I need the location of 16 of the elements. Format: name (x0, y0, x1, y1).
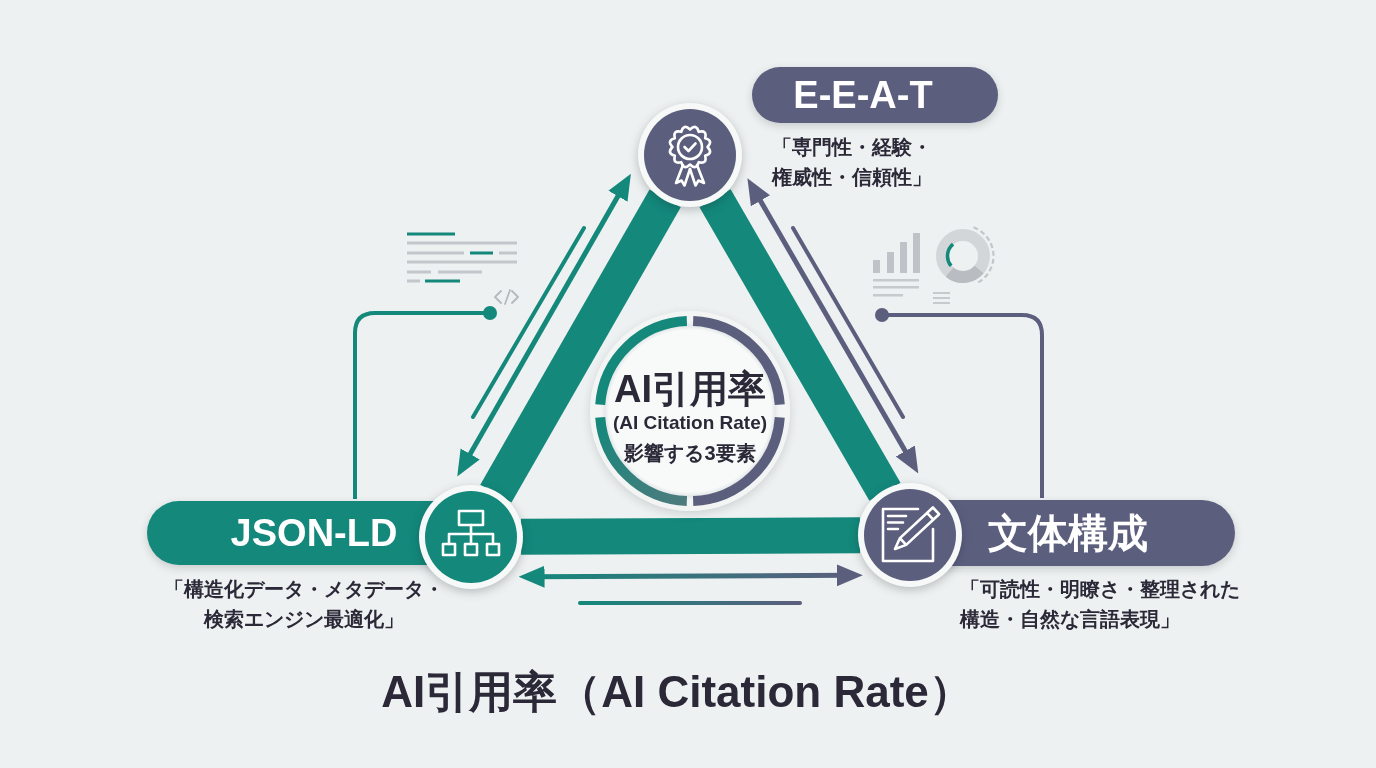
subheading-text: 影響する3要素 (624, 441, 756, 465)
description-text: 「構造化データ・メタデータ・検索エンジン最適化」 (163, 577, 445, 632)
award-ribbon-icon (638, 103, 742, 207)
edit-document-icon (858, 483, 962, 587)
description-text: 「可読性・明瞭さ・整理された構造・自然な言語表現」 (960, 577, 1241, 632)
double-arrow (457, 173, 631, 477)
hierarchy-icon (419, 485, 523, 589)
double-arrow (518, 564, 863, 588)
leader-line (353, 306, 497, 499)
label-pill: E-E-A-T (752, 67, 998, 123)
title-text: AI引用率（AI Citation Rate） (381, 665, 973, 718)
double-arrow (747, 178, 919, 474)
heading-text: AI引用率 (614, 368, 766, 412)
leader-line (875, 308, 1044, 498)
subtitle-text: (AI Citation Rate) (612, 412, 768, 434)
description-text: 「専門性・経験・権威性・信頼性」 (770, 135, 933, 190)
